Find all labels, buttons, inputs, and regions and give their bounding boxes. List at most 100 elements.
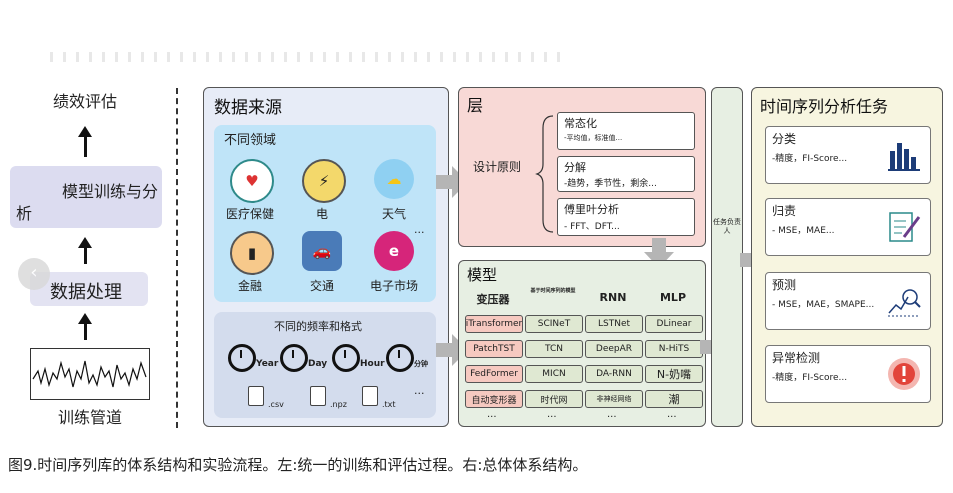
layers-panel: 层 设计原则 常态化 -平均值，标准值... 分解 -趋势，季节性，剩余... …	[458, 87, 706, 247]
layer-item: 常态化 -平均值，标准值...	[557, 112, 695, 150]
task-name: 分类	[772, 132, 797, 146]
model-chip: DeepAR	[585, 340, 643, 358]
eval-label: 绩效评估	[52, 92, 117, 111]
model-chip: 时代网	[525, 390, 583, 408]
pipeline-label: 训练管道	[57, 408, 122, 427]
files-ellipsis: ...	[414, 384, 425, 397]
clock-label: 分钟	[414, 360, 428, 368]
domain-label: 电子市场	[369, 279, 418, 293]
task-metric: - MSE，MAE，SMAPE...	[772, 300, 875, 310]
carousel-prev-button[interactable]: ‹	[18, 258, 50, 290]
models-title: 模型	[467, 266, 498, 284]
layer-detail: -趋势，季节性，剩余...	[564, 179, 657, 189]
clock-icon	[386, 344, 414, 372]
task-metric: - MSE，MAE...	[772, 226, 835, 236]
data-sources-title: 数据来源	[214, 98, 282, 118]
brace-icon	[535, 115, 554, 233]
waveform-icon	[32, 360, 147, 388]
model-chip: PatchTST	[465, 340, 523, 358]
warning-icon	[888, 358, 920, 390]
traffic-icon: 🚗	[302, 231, 342, 271]
domain-label: 交通	[309, 279, 334, 293]
electricity-icon: ⚡	[302, 159, 346, 203]
faded-header-text	[50, 52, 570, 62]
domain-label: 金融	[237, 279, 262, 293]
down-arrow-icon	[644, 238, 674, 268]
column-header: MLP	[659, 291, 687, 304]
clock-label: Hour	[360, 359, 385, 369]
file-icon	[248, 386, 264, 406]
up-arrow-icon	[78, 313, 92, 340]
domain-label: 医疗保健	[225, 207, 274, 221]
model-chip: DA-RNN	[585, 365, 643, 383]
up-arrow-icon	[78, 126, 92, 157]
figure-caption: 图9.时间序列库的体系结构和实验流程。左:统一的训练和评估过程。右:总体体系结构…	[8, 456, 588, 474]
model-chip: 自动变形器	[465, 390, 523, 408]
finance-icon: ▮	[230, 231, 274, 275]
file-icon	[310, 386, 326, 406]
model-chip: N-奶嘴	[645, 365, 703, 383]
process-box: 数据处理	[30, 272, 148, 306]
tasks-title: 时间序列分析任务	[760, 97, 889, 116]
layer-detail: -平均值，标准值...	[564, 134, 623, 142]
layer-item: 分解 -趋势，季节性，剩余...	[557, 156, 695, 192]
column-header: 变压器	[476, 293, 510, 306]
model-chip: 非神经网络	[585, 390, 643, 408]
models-ellipsis: ...	[667, 409, 677, 420]
model-chip: DLinear	[645, 315, 703, 333]
layer-item: 傅里叶分析 - FFT、DFT...	[557, 198, 695, 236]
design-principle: 设计原则	[473, 160, 522, 174]
task-card: 分类 -精度，FI-Score...	[765, 126, 931, 184]
up-arrow-icon	[78, 237, 92, 264]
clock-label: Year	[256, 359, 279, 369]
models-ellipsis: ...	[487, 409, 497, 420]
task-card: 预测 - MSE，MAE，SMAPE...	[765, 272, 931, 330]
layer-name: 分解	[564, 161, 586, 174]
model-chip: SCINeT	[525, 315, 583, 333]
task-name: 归责	[772, 204, 797, 218]
task-metric: -精度，FI-Score...	[772, 373, 848, 383]
layers-title: 层	[467, 96, 484, 115]
task-card: 异常检测 -精度，FI-Score...	[765, 345, 931, 403]
column-header: 基于时间序列的模型	[530, 288, 576, 294]
file-ext: .txt	[382, 400, 396, 409]
layer-detail: - FFT、DFT...	[564, 222, 620, 232]
domain-label: 天气	[381, 207, 406, 221]
models-ellipsis: ...	[607, 409, 617, 420]
model-chip: iTransformer	[465, 315, 523, 333]
domains-title: 不同领域	[224, 133, 277, 148]
column-header: RNN	[599, 291, 627, 304]
e-market-icon: e	[374, 231, 414, 271]
task-metric: -精度，FI-Score...	[772, 154, 848, 164]
bar-chart-icon	[888, 143, 920, 171]
weather-icon: ☁	[374, 159, 414, 199]
frequency-title: 不同的频率和格式	[274, 320, 362, 333]
clock-icon	[228, 344, 256, 372]
file-ext: .npz	[330, 400, 347, 409]
train-label-line1: 模型训练与分	[62, 182, 159, 201]
frequency-box: 不同的频率和格式 Year Day Hour 分钟 .csv .npz .txt…	[214, 312, 436, 418]
divider-dashed	[176, 88, 178, 428]
healthcare-icon: ♥	[230, 159, 274, 203]
model-chip: 潮	[645, 390, 703, 408]
layer-name: 傅里叶分析	[564, 203, 619, 216]
train-box: 模型训练与分 析	[10, 166, 162, 228]
file-ext: .csv	[268, 400, 284, 409]
model-chip: FedFormer	[465, 365, 523, 383]
edit-document-icon	[889, 212, 921, 242]
process-label: 数据处理	[50, 282, 122, 303]
clock-icon	[332, 344, 360, 372]
model-chip: TCN	[525, 340, 583, 358]
task-name: 预测	[772, 278, 797, 292]
task-card: 归责 - MSE，MAE...	[765, 198, 931, 256]
clock-icon	[280, 344, 308, 372]
clock-label: Day	[308, 359, 328, 369]
time-series-signal	[30, 348, 150, 400]
task-head-label: 任务负责人	[713, 218, 741, 235]
model-chip: LSTNet	[585, 315, 643, 333]
file-icon	[362, 386, 378, 406]
layer-name: 常态化	[564, 117, 597, 130]
train-label-line2: 析	[16, 204, 33, 223]
models-panel: 模型 变压器 基于时间序列的模型 RNN MLP iTransformer SC…	[458, 260, 706, 427]
domains-box: 不同领域 ♥ 医疗保健 ⚡ 电 ☁ 天气 ... ▮ 金融 🚗 交通 e 电子市…	[214, 125, 436, 302]
